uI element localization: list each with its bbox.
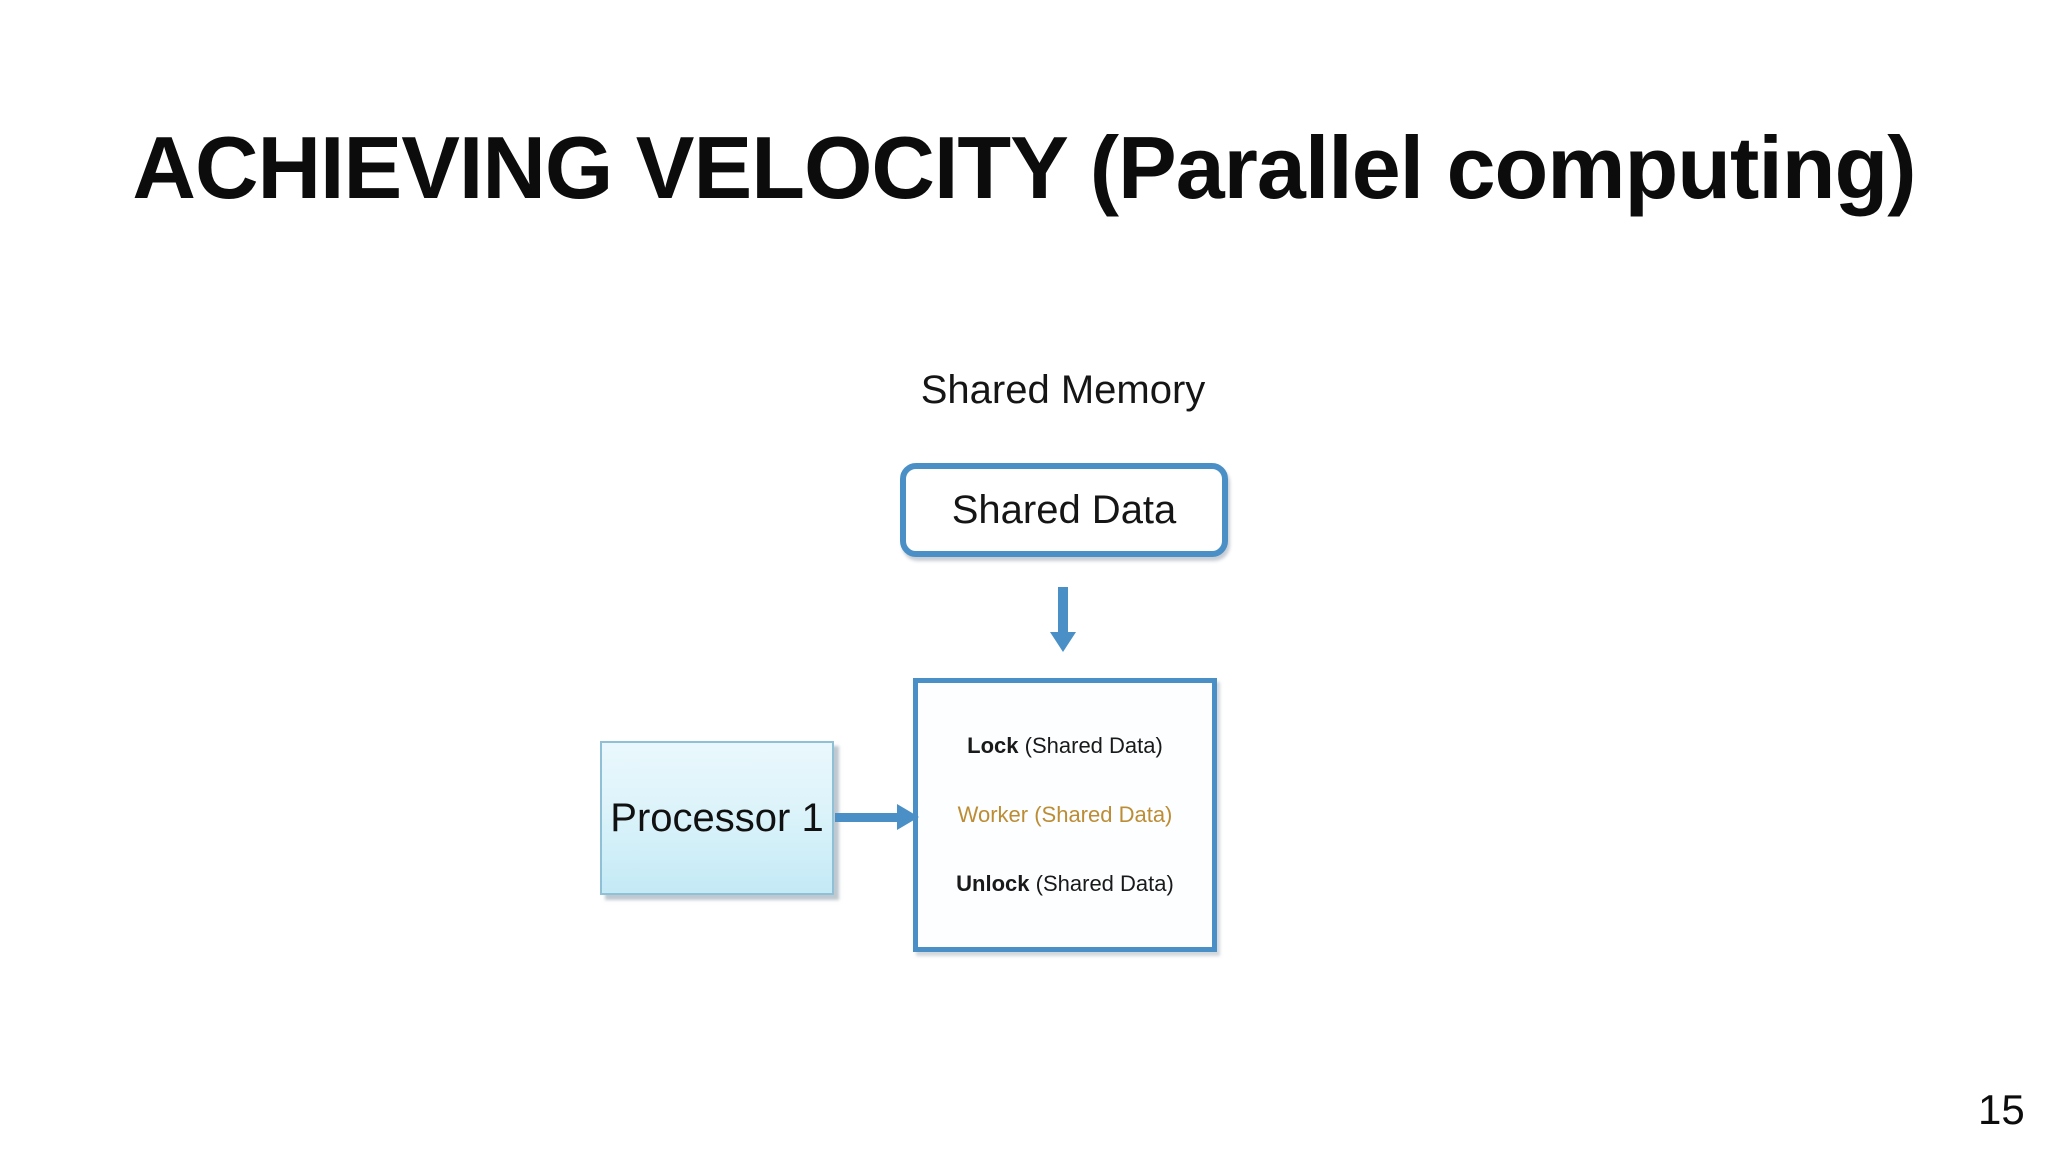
- shared-data-box: Shared Data: [900, 463, 1228, 557]
- down-arrow-shaft: [1058, 587, 1068, 634]
- worker-keyword: Worker: [957, 802, 1029, 827]
- lock-keyword: Lock: [967, 733, 1019, 758]
- processor-1-box: Processor 1: [600, 741, 834, 895]
- shared-data-box-label: Shared Data: [951, 487, 1177, 532]
- slide-title: ACHIEVING VELOCITY (Parallel computing): [132, 118, 1916, 217]
- lock-line: Lock (Shared Data): [967, 733, 1163, 759]
- lock-argument: (Shared Data): [1018, 733, 1163, 758]
- worker-argument: (Shared Data): [1028, 802, 1173, 827]
- unlock-line: Unlock (Shared Data): [956, 871, 1174, 897]
- unlock-keyword: Unlock: [956, 871, 1030, 896]
- processor-1-label: Processor 1: [610, 795, 824, 840]
- right-arrow-shaft: [835, 813, 897, 822]
- unlock-argument: (Shared Data): [1029, 871, 1174, 896]
- right-arrow-icon: [897, 804, 919, 830]
- page-number: 15: [1978, 1086, 2025, 1133]
- down-arrow-icon: [1050, 632, 1076, 652]
- shared-memory-label: Shared Memory: [920, 368, 1206, 412]
- worker-line: Worker (Shared Data): [958, 802, 1173, 828]
- critical-section-box: Lock (Shared Data) Worker (Shared Data) …: [913, 678, 1217, 952]
